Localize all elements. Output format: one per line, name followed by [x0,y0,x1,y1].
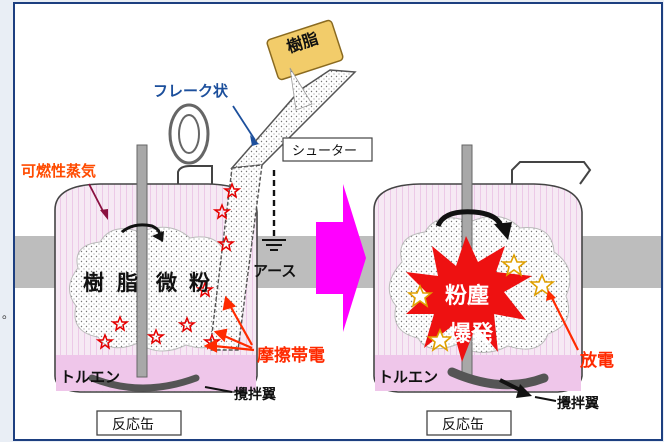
resin-bag [266,19,344,81]
resin-fine-char-4: 粉 [189,271,210,295]
left-shaft [136,144,148,378]
left-stars [95,181,242,350]
friction-arrow-3 [213,344,255,352]
star-icon [500,252,528,277]
left-agitator-blade [88,374,200,392]
discharge-pointer-head [546,290,556,301]
right-rotation-arrow [435,209,505,231]
dust-explosion-label-1: 粉塵 [445,283,489,309]
agitator-right-pointer [534,396,557,402]
star-icon [222,181,242,199]
toluene-right-label: トルエン [378,368,438,386]
star-icon [110,314,130,332]
star-icon [528,272,556,297]
friction-arrow-1 [227,301,253,346]
resin-pour [289,67,313,111]
right-rotation-arrowhead [494,222,512,240]
chute-label: シューター [292,144,357,159]
friction-arrow-1-head [222,295,237,311]
transition-arrow [316,184,366,332]
right-handle [511,161,592,185]
side-mark: 。 [2,307,14,321]
chute-lower [209,164,263,351]
star-icon [426,327,454,352]
resin-fine-char-3: 微 [155,271,178,295]
agitator-left-pointer [204,386,233,393]
right-stars [406,252,556,352]
star-icon [177,315,197,333]
reactor-right-box [426,410,512,436]
friction-arrow-2 [221,333,253,350]
friction-arrows [203,295,255,353]
earth-label: アース [253,262,296,280]
right-lower-arrowhead [516,384,532,398]
flake-label: フレーク状 [153,82,229,100]
explosion-burst [406,236,532,362]
flake-pointer [232,105,256,141]
friction-label: 摩擦帯電 [257,345,325,366]
resin-fine-char-2: 脂 [117,271,138,295]
chute-label-box [282,137,373,162]
resin-fine-char-1: 樹 [83,271,104,295]
discharge-pointer [551,297,579,351]
flammable-vapor-label: 可燃性蒸気 [21,162,96,180]
star-icon [406,283,434,308]
vapor-pointer [88,183,105,214]
star-icon [95,332,115,350]
vapor-pointer-head [100,209,108,220]
chute-upper [230,69,357,169]
earth-connection [262,170,286,251]
reactor-left-box [96,410,182,436]
left-nozzle-ring-inner [178,114,200,154]
dust-explosion-label-2: 爆発 [449,322,494,347]
friction-arrow-3-head [203,339,218,353]
friction-arrow-2-head [213,328,228,343]
reactor-right-label: 反応缶 [442,417,484,433]
left-rotation-arrowhead [152,231,164,242]
discharge-label: 放電 [579,350,614,371]
star-icon [146,327,166,345]
star-icon [216,234,236,252]
chute-assembly [209,19,357,351]
reactor-left-label: 反応缶 [112,417,154,433]
right-agitator-blade [447,367,549,390]
flake-pointer-head [250,135,259,146]
right-reactor [373,144,592,398]
left-handle [177,165,213,184]
toluene-left-label: トルエン [60,368,120,386]
agitator-right-label: 攪拌翼 [557,395,599,412]
star-icon [212,202,232,220]
star-icon [195,280,215,298]
agitator-left-label: 攪拌翼 [234,386,276,403]
